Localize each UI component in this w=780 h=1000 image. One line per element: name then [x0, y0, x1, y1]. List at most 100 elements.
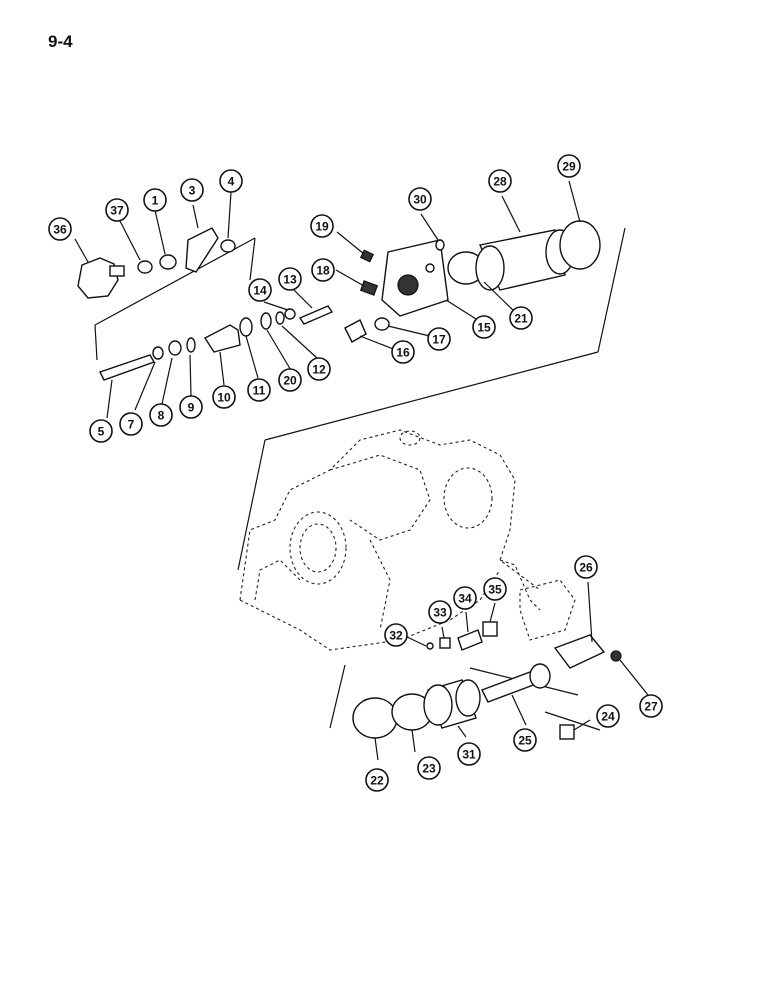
callout-37: 37 — [105, 198, 129, 222]
callout-11: 11 — [247, 378, 271, 402]
callout-balloon — [408, 187, 432, 211]
callout-label: 3 — [189, 184, 196, 198]
callout-balloon — [639, 694, 663, 718]
parts-lower — [352, 621, 622, 740]
callout-balloon — [310, 214, 334, 238]
callout-34: 34 — [453, 586, 477, 610]
callout-label: 10 — [217, 391, 231, 405]
callout-35: 35 — [483, 577, 507, 601]
callout-balloon — [307, 357, 331, 381]
callout-14: 14 — [248, 278, 272, 302]
callout-29: 29 — [557, 154, 581, 178]
callout-balloon — [488, 169, 512, 193]
callout-balloon — [219, 169, 243, 193]
callout-balloon — [453, 586, 477, 610]
callout-label: 7 — [128, 418, 135, 432]
callout-30: 30 — [408, 187, 432, 211]
callout-label: 16 — [396, 346, 410, 360]
callout-label: 17 — [432, 333, 446, 347]
callout-26: 26 — [574, 555, 598, 579]
callout-label: 26 — [579, 561, 593, 575]
callout-balloon — [119, 412, 143, 436]
callout-balloon — [472, 315, 496, 339]
callout-label: 18 — [316, 264, 330, 278]
callout-8: 8 — [149, 403, 173, 427]
callout-balloon — [212, 385, 236, 409]
callout-label: 31 — [462, 748, 476, 762]
callout-balloon — [384, 623, 408, 647]
callout-label: 36 — [53, 223, 67, 237]
callout-balloon — [483, 577, 507, 601]
callout-label: 14 — [253, 284, 267, 298]
callout-19: 19 — [310, 214, 334, 238]
callout-10: 10 — [212, 385, 236, 409]
callout-24: 24 — [596, 704, 620, 728]
callout-balloon — [278, 267, 302, 291]
callout-label: 29 — [562, 160, 576, 174]
callout-15: 15 — [472, 315, 496, 339]
callout-balloon — [143, 188, 167, 212]
callout-21: 21 — [509, 306, 533, 330]
callout-label: 22 — [370, 774, 384, 788]
callout-label: 30 — [413, 193, 427, 207]
callout-label: 15 — [477, 321, 491, 335]
callout-balloon — [391, 340, 415, 364]
callout-label: 33 — [433, 606, 447, 620]
housing-outline — [239, 429, 576, 651]
knob-part — [77, 257, 119, 299]
callout-balloon — [248, 278, 272, 302]
callout-label: 13 — [283, 273, 297, 287]
callout-balloon — [48, 217, 72, 241]
callout-20: 20 — [278, 368, 302, 392]
callout-32: 32 — [384, 623, 408, 647]
callout-balloon — [417, 756, 441, 780]
callout-balloon — [557, 154, 581, 178]
callout-label: 20 — [283, 374, 297, 388]
callout-label: 9 — [188, 401, 195, 415]
callout-36: 36 — [48, 217, 72, 241]
callout-31: 31 — [457, 742, 481, 766]
callout-4: 4 — [219, 169, 243, 193]
callout-27: 27 — [639, 694, 663, 718]
callout-balloon — [365, 768, 389, 792]
callout-16: 16 — [391, 340, 415, 364]
callout-balloon — [428, 600, 452, 624]
callout-label: 27 — [644, 700, 658, 714]
callout-label: 25 — [518, 734, 532, 748]
callout-label: 34 — [458, 592, 472, 606]
callout-3: 3 — [180, 178, 204, 202]
callout-23: 23 — [417, 756, 441, 780]
callout-balloon — [596, 704, 620, 728]
callout-label: 23 — [422, 762, 436, 776]
callout-balloon — [311, 258, 335, 282]
callout-label: 8 — [158, 409, 165, 423]
callout-label: 37 — [110, 204, 124, 218]
callout-label: 4 — [228, 175, 235, 189]
callout-18: 18 — [311, 258, 335, 282]
callout-balloon — [509, 306, 533, 330]
callout-balloon — [180, 178, 204, 202]
callout-balloon — [457, 742, 481, 766]
callout-12: 12 — [307, 357, 331, 381]
callout-balloon — [149, 403, 173, 427]
callout-balloon — [427, 327, 451, 351]
callout-label: 28 — [493, 175, 507, 189]
callout-balloon — [513, 728, 537, 752]
callout-28: 28 — [488, 169, 512, 193]
callout-7: 7 — [119, 412, 143, 436]
callout-1: 1 — [143, 188, 167, 212]
callout-balloon — [247, 378, 271, 402]
callout-label: 1 — [152, 194, 159, 208]
callout-label: 35 — [488, 583, 502, 597]
callout-label: 32 — [389, 629, 403, 643]
callout-balloon — [179, 395, 203, 419]
callout-13: 13 — [278, 267, 302, 291]
callout-5: 5 — [89, 419, 113, 443]
page-number: 9-4 — [48, 32, 73, 51]
callout-17: 17 — [427, 327, 451, 351]
callout-22: 22 — [365, 768, 389, 792]
callout-label: 5 — [98, 425, 105, 439]
callout-balloon — [89, 419, 113, 443]
